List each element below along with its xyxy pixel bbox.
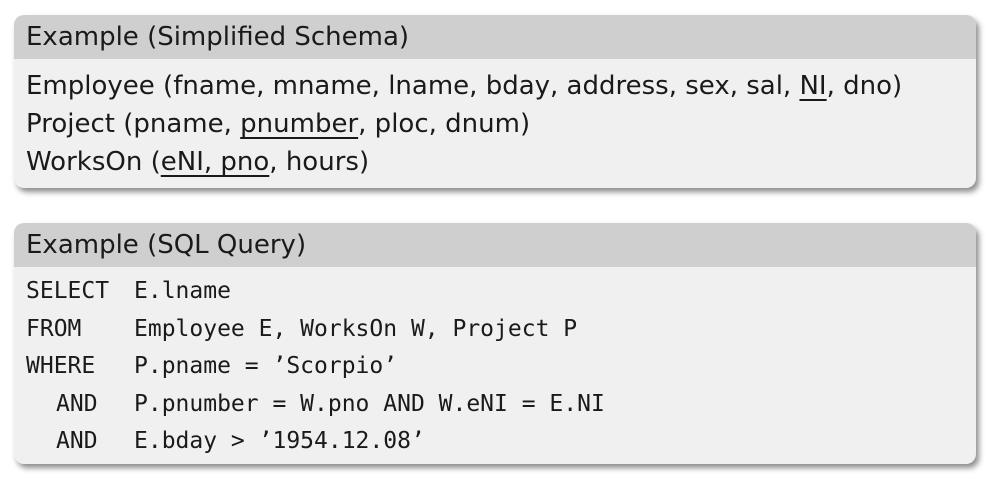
sql-keyword: SELECT: [26, 278, 110, 304]
sql-expression: P.pnumber = W.pno AND W.eNI = E.NI: [134, 390, 605, 417]
sql-query-code: SELECT E.lname FROM Employee E, WorksOn W,…: [14, 267, 976, 461]
sql-keyword: WHERE: [26, 353, 96, 379]
attributes-before-key: pname,: [133, 109, 241, 139]
primary-key: NI: [799, 71, 827, 101]
sql-line-and-2: AND E.bday > ’1954.12.08’: [26, 423, 976, 461]
primary-key: eNI, pno: [160, 147, 270, 177]
close-paren: ): [358, 147, 370, 177]
sql-keyword: AND: [56, 428, 98, 454]
close-paren: ): [519, 109, 531, 139]
sql-line-and-1: AND P.pnumber = W.pno AND W.eNI = E.NI: [26, 386, 976, 424]
attributes-before-key: fname, mname, lname, bday, address, sex,…: [173, 71, 800, 101]
sql-expression: P.pname = ’Scorpio’: [134, 353, 398, 379]
schema-example-block: Example (Simplified Schema) Employee (fn…: [14, 15, 976, 188]
open-paren: (: [163, 71, 174, 101]
open-paren: (: [150, 147, 161, 177]
table-name: Project: [26, 109, 115, 139]
table-name: Employee: [26, 71, 155, 101]
sql-expression: E.bday > ’1954.12.08’: [134, 428, 425, 454]
attributes-after-key: , dno: [826, 71, 893, 101]
sql-block-title: Example (SQL Query): [14, 223, 976, 267]
schema-line-workson: WorksOn (eNI, pno, hours): [26, 143, 964, 181]
primary-key: pnumber: [240, 109, 359, 139]
sql-line-from: FROM Employee E, WorksOn W, Project P: [26, 311, 976, 349]
sql-line-where: WHERE P.pname = ’Scorpio’: [26, 348, 976, 386]
schema-line-project: Project (pname, pnumber, ploc, dnum): [26, 105, 964, 143]
close-paren: ): [892, 71, 903, 101]
attributes-after-key: , ploc, dnum: [358, 109, 520, 139]
attributes-after-key: , hours: [269, 147, 359, 177]
sql-expression: E.lname: [134, 278, 231, 304]
sql-keyword: AND: [56, 390, 98, 417]
schema-body: Employee (fname, mname, lname, bday, add…: [14, 59, 976, 181]
sql-keyword: FROM: [26, 315, 82, 342]
schema-line-employee: Employee (fname, mname, lname, bday, add…: [26, 67, 964, 105]
schema-block-title: Example (Simplified Schema): [14, 15, 976, 59]
sql-expression: Employee E, WorksOn W, Project P: [134, 315, 578, 342]
sql-example-block: Example (SQL Query) SELECT E.lname FROM Em…: [14, 223, 976, 464]
table-name: WorksOn: [26, 147, 143, 177]
sql-line-select: SELECT E.lname: [26, 273, 976, 311]
open-paren: (: [123, 109, 134, 139]
